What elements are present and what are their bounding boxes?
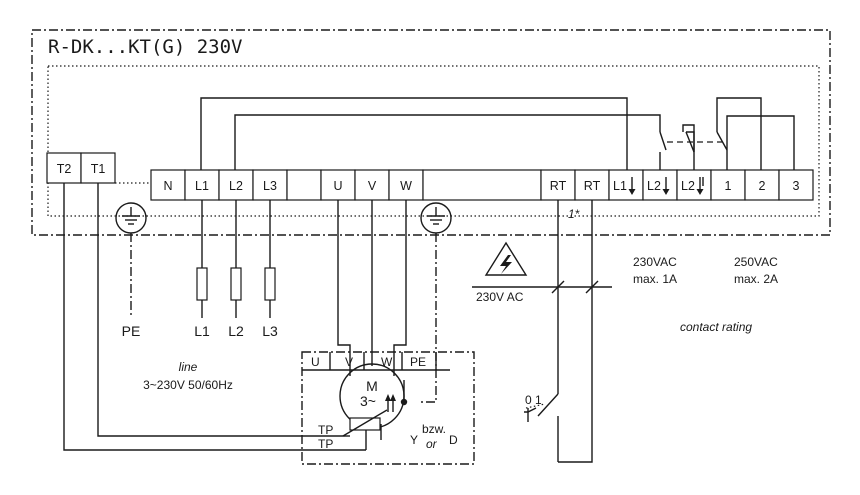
terminal-v: V — [368, 179, 377, 193]
motor-m: M — [366, 378, 378, 394]
motor-tp-1: TP — [318, 423, 333, 437]
terminal-contact-1: 1 — [725, 179, 732, 193]
terminal-n: N — [163, 179, 172, 193]
terminal-strip-left: T2 T1 — [46, 152, 116, 184]
motor-conn-or: or — [426, 437, 438, 451]
rating-1-voltage: 230VAC — [633, 255, 677, 269]
terminal-u: U — [333, 179, 342, 193]
rating-2-current: max. 2A — [734, 272, 778, 286]
terminal-contact-3: 3 — [793, 179, 800, 193]
terminal-alarm-l1: L1 — [613, 179, 627, 193]
supply-pe: PE — [122, 323, 141, 339]
internal-wiring — [200, 97, 795, 170]
high-voltage-icon — [484, 241, 528, 276]
terminal-l1: L1 — [195, 179, 209, 193]
terminal-t1: T1 — [91, 162, 106, 176]
terminal-alarm-l2: L2 — [647, 179, 661, 193]
supply-l2: L2 — [228, 323, 244, 339]
terminal-w: W — [400, 179, 412, 193]
control-wiring — [524, 200, 593, 463]
motor-tp-2: TP — [318, 437, 333, 451]
terminal-alarm-l2b: L2 — [681, 179, 695, 193]
motor-box — [301, 351, 475, 465]
terminal-strip-main: N L1 L2 L3 U V W RT RT L1 L2 L2 1 2 3 — [150, 169, 814, 201]
motor-phase: 3~ — [360, 393, 376, 409]
rating-1-current: max. 1A — [633, 272, 677, 286]
terminal-rt-b: RT — [584, 179, 601, 193]
motor-terminal-w: W — [381, 355, 393, 369]
rating-2-voltage: 250VAC — [734, 255, 778, 269]
motor-terminal-u: U — [311, 355, 320, 369]
line-spec: 3~230V 50/60Hz — [143, 378, 233, 392]
device-title: R-DK...KT(G) 230V — [48, 36, 242, 58]
motor-terminal-pe: PE — [410, 355, 426, 369]
line-label: line — [179, 360, 198, 374]
earth-icon — [115, 202, 452, 234]
terminal-contact-2: 2 — [759, 179, 766, 193]
terminal-rt-a: RT — [550, 179, 567, 193]
supply-l3: L3 — [262, 323, 278, 339]
supply-wiring — [196, 200, 276, 318]
voltage-label: 230V AC — [476, 290, 524, 304]
motor-conn-d: D — [449, 433, 458, 447]
thermistor-icon — [342, 394, 396, 451]
device-outline — [31, 29, 831, 236]
switch-positions: 0 1 — [525, 393, 542, 407]
supply-l1: L1 — [194, 323, 210, 339]
motor-conn-bzw: bzw. — [422, 422, 446, 436]
motor-conn-y: Y — [410, 433, 418, 447]
motor-wiring — [63, 183, 407, 451]
contact-rating-caption: contact rating — [680, 320, 752, 334]
terminal-l3: L3 — [263, 179, 277, 193]
motor-terminal-v: V — [345, 355, 353, 369]
inner-boundary — [47, 65, 820, 217]
arrow-down-icon — [628, 177, 704, 195]
note-marker: 1* — [568, 207, 580, 221]
terminal-t2: T2 — [57, 162, 72, 176]
terminal-l2: L2 — [229, 179, 243, 193]
